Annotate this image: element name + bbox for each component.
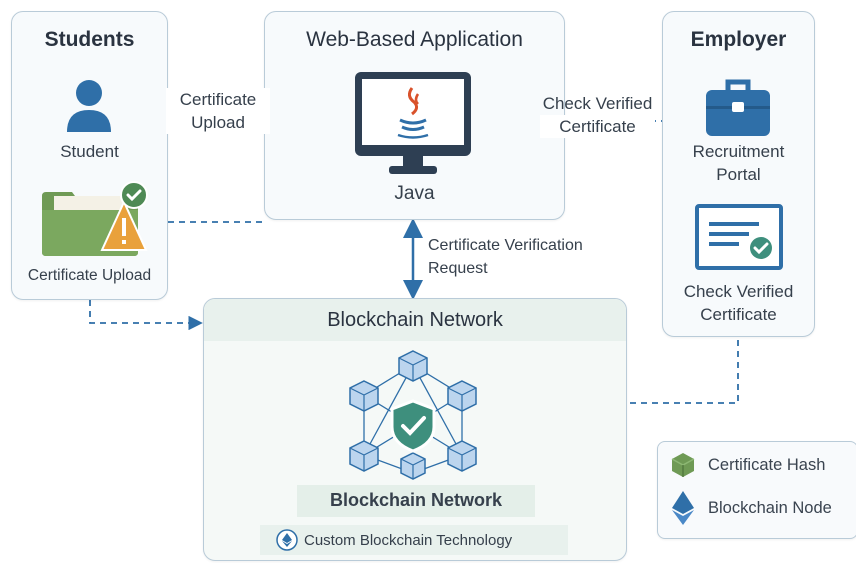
legend-node-label: Blockchain Node (708, 498, 832, 517)
arrow-label-upload-2: Upload (166, 111, 270, 134)
check-verified-label-1: Check Verified (683, 282, 794, 301)
blockchain-panel: Blockchain Network Blockchain Network C (203, 298, 627, 561)
blockchain-node-icon (672, 491, 694, 525)
verified-certificate-icon (695, 204, 783, 270)
student-label: Student (60, 142, 119, 161)
tech-label: Custom Blockchain Technology (304, 532, 513, 549)
employer-panel: Employer Recruitment Portal Check Verifi… (662, 11, 815, 337)
portal-label-1: Recruitment (692, 142, 785, 161)
blockchain-header-band (204, 299, 626, 341)
arrow-student-blockchain (89, 300, 203, 331)
students-panel: Students Student Certificate Upload (11, 11, 168, 300)
verified-check-icon (120, 181, 148, 209)
shield-check-icon (390, 399, 436, 453)
portal-label-2: Portal (716, 165, 761, 184)
blockchain-title: Blockchain Network (327, 309, 503, 331)
blockchain-network-graph (349, 350, 477, 480)
arrow-label-verify-1: Certificate Verification (428, 237, 583, 254)
legend-row-hash: Certificate Hash (670, 452, 825, 478)
certificate-upload-label: Certificate Upload (27, 267, 152, 284)
java-label: Java (394, 183, 435, 204)
check-verified-label-2: Certificate (700, 305, 777, 324)
arrow-label-upload-1: Certificate (166, 88, 270, 111)
arrow-label-check-2: Certificate (540, 115, 655, 138)
students-title: Students (44, 28, 135, 51)
arrow-label-check-1: Check Verified (542, 94, 653, 113)
legend-box: Certificate Hash Blockchain Node (657, 441, 856, 539)
webapp-panel: Web-Based Application Java (264, 11, 565, 220)
ethereum-icon (276, 529, 298, 551)
certificate-folder-icon (42, 192, 148, 256)
node-cubes (349, 350, 477, 480)
student-user-icon (67, 80, 111, 132)
blockchain-inner-label: Blockchain Network (329, 490, 503, 510)
legend-row-node: Blockchain Node (670, 490, 832, 526)
blockchain-inner-band (297, 485, 535, 517)
certificate-hash-icon (671, 453, 695, 477)
employer-title: Employer (690, 28, 787, 51)
tech-band (260, 525, 568, 555)
webapp-title: Web-Based Application (306, 28, 523, 51)
briefcase-icon (706, 79, 770, 136)
arrow-label-verify-2: Request (428, 260, 488, 277)
java-icon (397, 87, 429, 139)
legend-hash-label: Certificate Hash (708, 455, 826, 474)
